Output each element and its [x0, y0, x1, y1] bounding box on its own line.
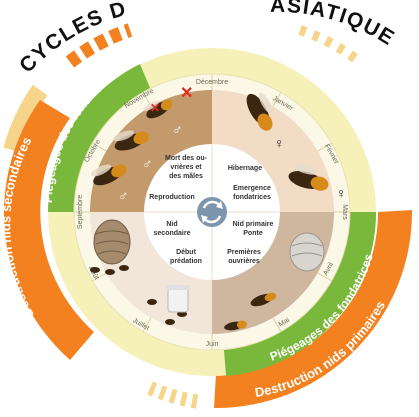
title-left: CYCLES DU [0, 0, 128, 77]
label-premieres-2: ouvrières [228, 258, 260, 265]
primary-nest-icon [289, 232, 325, 272]
gender-symbols: ♂ ♂ ♂ ♀ ♀ [118, 121, 347, 203]
male-symbol-icon: ♂ [142, 155, 153, 171]
label-debut-1: Début [176, 249, 197, 256]
label-nid-primaire-2: Ponte [243, 230, 263, 237]
hornet-icon [113, 130, 150, 151]
month-septembre: Septembre [77, 195, 84, 229]
band-destruction-secondaires [3, 100, 95, 360]
female-symbol-icon: ♀ [336, 185, 347, 201]
outer-stripes [3, 23, 364, 409]
label-nid-secondaire-1: Nid [166, 221, 177, 228]
male-symbol-icon: ♂ [172, 121, 183, 137]
month-mars: Mars [341, 204, 348, 220]
band-piegeages-top [47, 64, 150, 212]
title-right: ASIATIQUE [270, 0, 398, 50]
dead-cross-icon: ✕ [180, 85, 193, 102]
svg-text:CYCLES DU: CYCLES DU [0, 0, 130, 77]
label-hibernage: Hibernage [228, 165, 262, 172]
secondary-nest-icon [93, 219, 131, 265]
center-labels: Hibernage Emergence fondatrices Nid prim… [149, 155, 273, 265]
hornet-icon [250, 292, 277, 307]
female-symbol-icon: ♀ [274, 135, 285, 151]
month-mai: Mai [278, 317, 292, 329]
band-piegeages-bottom [224, 212, 377, 376]
hornet-icon [288, 164, 329, 191]
label-nid-primaire-1: Nid primaire [233, 221, 274, 228]
label-premieres-1: Premières [227, 249, 261, 256]
hornet-icon [246, 92, 273, 131]
cycle-arrows-icon [197, 197, 227, 227]
label-mort-1: Mort des ou- [165, 155, 208, 162]
trap-icon [166, 285, 190, 313]
label-nid-secondaire-2: secondaire [154, 230, 191, 237]
label-emergence-2: fondatrices [233, 194, 271, 201]
label-reproduction: Reproduction [149, 194, 195, 201]
month-juin: Juin [206, 341, 219, 348]
svg-text:ASIATIQUE: ASIATIQUE [270, 0, 399, 50]
band-destruction-primaires [214, 210, 413, 409]
label-mort-3: des mâles [169, 173, 203, 180]
month-decembre: Décembre [196, 79, 228, 86]
hornet-icon [90, 164, 127, 186]
month-ticks [74, 74, 350, 350]
male-symbol-icon: ♂ [118, 187, 129, 203]
hornet-icon [224, 320, 247, 331]
small-hornets [90, 265, 187, 325]
label-mort-2: vrières et [170, 164, 202, 171]
label-emergence-1: Emergence [233, 185, 271, 192]
label-debut-2: prédation [170, 258, 202, 265]
hornet-icon [143, 99, 173, 119]
dead-cross-icon: ✕ [150, 101, 160, 115]
hornet-illustrations [90, 92, 329, 331]
